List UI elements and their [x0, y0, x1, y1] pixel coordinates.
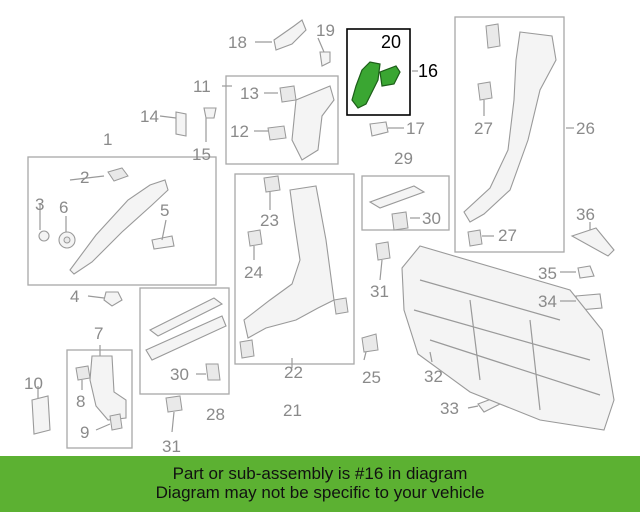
cover-5	[151, 235, 175, 250]
b-pillar-upper-trim	[291, 85, 335, 161]
group-box-26	[454, 16, 565, 253]
callout-35: 35	[538, 264, 557, 283]
callout-7: 7	[94, 324, 103, 343]
callout-30b: 30	[422, 209, 441, 228]
callout-31a: 31	[370, 282, 389, 301]
callout-13: 13	[240, 84, 259, 103]
clip-25	[361, 333, 379, 353]
callout-6: 6	[59, 198, 68, 217]
pushpin-3	[38, 230, 50, 242]
callout-15: 15	[192, 145, 211, 164]
trim-panel-7	[89, 355, 127, 421]
callout-2: 2	[80, 168, 89, 187]
pushpin-15	[203, 107, 217, 119]
callout-18: 18	[228, 33, 247, 52]
bolt-19	[319, 51, 331, 67]
callout-36: 36	[576, 205, 595, 224]
retainer-6-center	[63, 236, 71, 244]
clip-8	[75, 365, 91, 381]
scuff-plate-lower	[145, 315, 227, 361]
callout-21: 21	[283, 401, 302, 420]
callout-27b: 27	[498, 226, 517, 245]
c-pillar-trim	[463, 31, 557, 223]
leader-lines	[37, 37, 591, 433]
clip-23	[263, 175, 281, 193]
callout-19: 19	[316, 21, 335, 40]
callout-33: 33	[440, 399, 459, 418]
callout-20: 20	[381, 32, 401, 52]
clip-9	[109, 413, 123, 431]
callout-5: 5	[160, 201, 169, 220]
clip-24	[247, 229, 263, 247]
callout-34: 34	[538, 292, 557, 311]
scuff-plate-upper	[148, 297, 224, 337]
callout-8: 8	[76, 392, 85, 411]
clip-30b	[391, 211, 409, 231]
clip-26-top	[485, 23, 501, 49]
callout-14: 14	[140, 107, 159, 126]
clip-27a	[477, 81, 493, 101]
clip-31a	[165, 395, 183, 413]
banner-line-1: Part or sub-assembly is #16 in diagram	[172, 464, 468, 483]
callout-9: 9	[80, 423, 89, 442]
callout-26: 26	[576, 119, 595, 138]
callout-31b: 31	[162, 437, 181, 456]
clip-22	[239, 339, 255, 359]
group-box-21	[234, 173, 355, 365]
group-box-29	[361, 175, 450, 231]
highlighted-part-20	[379, 65, 401, 87]
trim-clip-2	[107, 167, 129, 182]
callout-32: 32	[424, 367, 443, 386]
bracket-10	[31, 395, 51, 435]
group-box-16	[346, 28, 411, 116]
clip-35	[577, 265, 595, 279]
callout-12: 12	[230, 122, 249, 141]
callout-29: 29	[394, 149, 413, 168]
clip-14	[175, 111, 187, 137]
screw-17	[369, 121, 389, 137]
back-panel-32	[401, 245, 615, 431]
callout-28: 28	[206, 405, 225, 424]
clip-31b	[375, 241, 391, 261]
callout-17: 17	[406, 119, 425, 138]
info-banner: Part or sub-assembly is #16 in diagram D…	[0, 456, 640, 512]
callout-22: 22	[284, 363, 303, 382]
clip-12	[267, 125, 287, 141]
callout-30a: 30	[170, 365, 189, 384]
a-pillar-trim	[69, 179, 169, 275]
back-panel-detail	[413, 279, 601, 411]
callout-27a: 27	[474, 119, 493, 138]
clip-30a	[205, 363, 221, 381]
trim-36	[570, 227, 615, 257]
banner-line-2: Diagram may not be specific to your vehi…	[155, 483, 485, 502]
group-box-1	[27, 156, 217, 286]
bracket-18	[273, 19, 307, 51]
parts-diagram: 1 2 3 6 5 4 7 8 9 10 11 12 13 14 15 16 1…	[24, 16, 615, 456]
clip-22b	[333, 297, 349, 315]
panel-29	[368, 185, 426, 209]
callout-24: 24	[244, 263, 263, 282]
bolt-4	[103, 291, 123, 307]
callout-10: 10	[24, 374, 43, 393]
callout-16: 16	[418, 61, 438, 81]
group-box-28	[139, 287, 230, 395]
callout-3: 3	[35, 195, 44, 214]
highlighted-part-16	[351, 61, 381, 109]
callout-11: 11	[193, 77, 211, 96]
clip-13	[279, 85, 297, 103]
clip-27b	[467, 229, 483, 247]
callout-1: 1	[103, 130, 112, 149]
b-pillar-lower-trim	[243, 185, 335, 339]
callout-23: 23	[260, 211, 279, 230]
callout-4: 4	[70, 287, 79, 306]
callout-25: 25	[362, 368, 381, 387]
group-box-11	[225, 75, 339, 165]
